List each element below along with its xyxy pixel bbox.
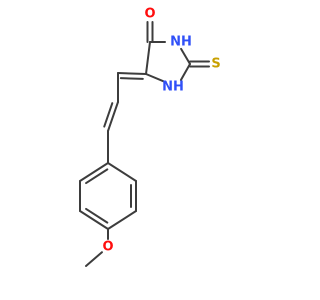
bond-oe-me (85, 251, 103, 267)
bond-ring-inner-1 (85, 168, 109, 185)
structure-canvas: O NH S NH O (79, 7, 221, 267)
bond-ring-1 (79, 162, 109, 182)
bond-c2-n1 (179, 63, 191, 82)
nh-bottom-label: NH (162, 80, 184, 95)
carbonyl-oxygen-label: O (144, 7, 155, 22)
bond-n1-c5 (145, 73, 167, 84)
bond-ring-inner-2 (85, 207, 109, 224)
thione-sulfur-label: S (211, 57, 220, 72)
bond-n3-c2 (180, 47, 191, 65)
nh-top-label: NH (170, 35, 192, 50)
ether-oxygen-label: O (102, 240, 113, 255)
bond-ring-6 (107, 162, 137, 182)
bonds (79, 21, 210, 267)
bond-cb-cc (107, 101, 119, 132)
molecule-diagram: O NH S NH O (79, 7, 221, 267)
bond-c5-ca (117, 72, 147, 75)
bond-ring-3 (79, 210, 109, 230)
bond-ring-4 (107, 210, 137, 230)
bond-cb-cc-inner (103, 102, 114, 128)
bond-c5-ca-inner (119, 77, 144, 80)
bond-c5-c4 (145, 41, 151, 75)
atom-labels: O NH S NH O (102, 7, 220, 255)
